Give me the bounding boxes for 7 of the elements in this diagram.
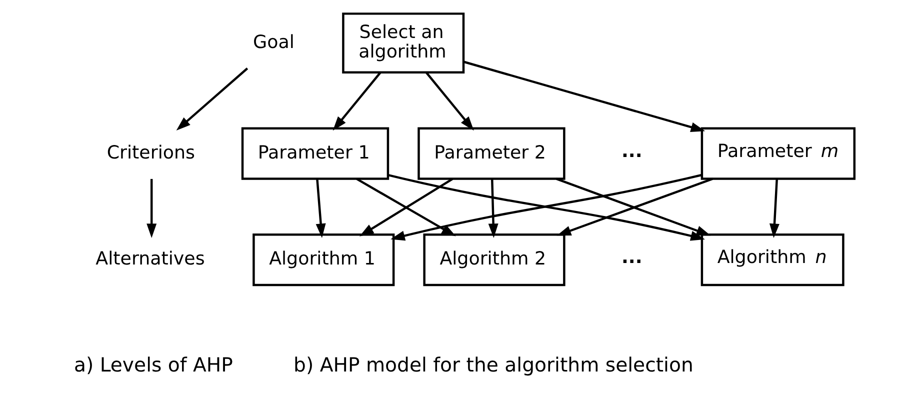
label: ... [621, 247, 642, 268]
node-text: Alternatives [95, 248, 204, 270]
label: ... [621, 140, 642, 162]
node-text: Goal [252, 32, 294, 53]
label: a) Levels of AHP [73, 353, 232, 376]
node-text: Criterions [106, 142, 194, 164]
label: b) AHP model for the algorithm selection [293, 353, 693, 376]
